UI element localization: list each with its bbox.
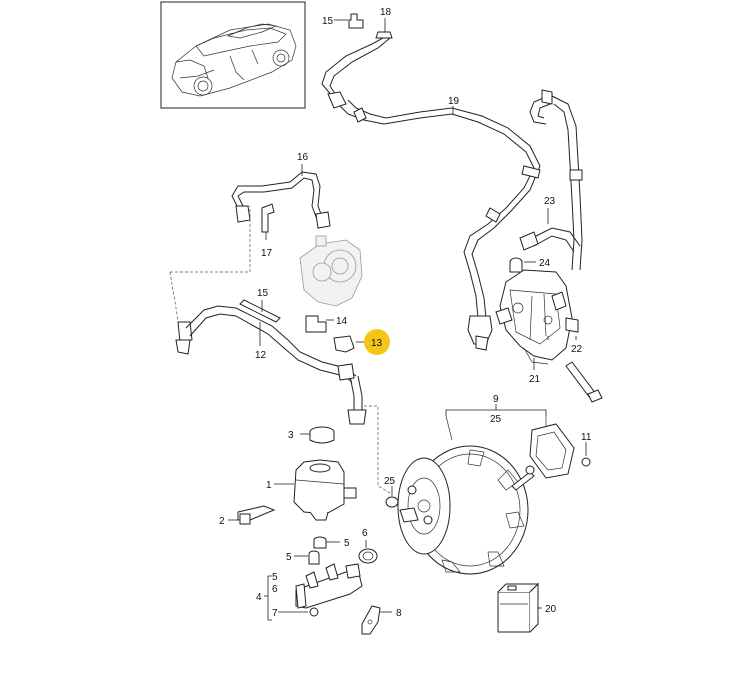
callout-17: 17 — [261, 248, 273, 259]
callout-3: 3 — [288, 430, 294, 441]
vehicle-thumbnail — [160, 1, 306, 109]
callout-12: 12 — [255, 350, 267, 361]
callout-6-right: 6 — [362, 528, 368, 539]
callout-labels: 18 15 19 16 17 15 12 14 13 23 24 21 22 9… — [219, 7, 592, 619]
o-ring-6 — [358, 548, 378, 564]
callout-20: 20 — [545, 604, 557, 615]
callout-2: 2 — [219, 516, 225, 527]
callout-11: 11 — [581, 432, 592, 443]
vacuum-pump-ghost — [299, 235, 363, 307]
callout-5-right: 5 — [344, 538, 350, 549]
callout-8: 8 — [396, 608, 402, 619]
callout-13: 13 — [371, 338, 383, 349]
callout-15-mid: 15 — [257, 288, 269, 299]
hose-16 — [231, 171, 331, 233]
callout-1: 1 — [266, 480, 272, 491]
master-cylinder-4 — [295, 563, 363, 617]
callout-9: 9 — [493, 394, 499, 405]
hose-12 — [169, 206, 367, 425]
vacuum-hose-right — [529, 89, 583, 271]
booster-gasket — [529, 423, 591, 479]
callout-5-left: 5 — [286, 552, 292, 563]
brake-fluid-can-20 — [497, 582, 540, 633]
callout-19: 19 — [448, 96, 460, 107]
brake-booster-9 — [385, 404, 547, 575]
callout-13-highlight[interactable]: 13 — [364, 329, 390, 355]
callout-24: 24 — [539, 258, 551, 269]
bracket-8 — [361, 605, 381, 635]
pump-assembly-21 — [495, 227, 581, 365]
callout-6-bracket: 6 — [272, 584, 278, 595]
vacuum-hose-19 — [321, 13, 541, 351]
callout-18: 18 — [380, 7, 392, 18]
bolt-22 — [565, 361, 603, 403]
leader-lines — [228, 18, 587, 621]
callout-4: 4 — [256, 592, 262, 603]
callout-25-top: 25 — [490, 414, 502, 425]
callout-7: 7 — [272, 608, 278, 619]
fluid-reservoir-1 — [237, 426, 357, 525]
callout-14: 14 — [336, 316, 348, 327]
callout-22: 22 — [571, 344, 583, 355]
callout-21: 21 — [529, 374, 541, 385]
grommets-5 — [308, 536, 327, 565]
callout-16: 16 — [297, 152, 309, 163]
callout-23: 23 — [544, 196, 556, 207]
callout-5-bracket: 5 — [272, 572, 278, 583]
callout-15-top: 15 — [322, 16, 334, 27]
callout-25-bottom: 25 — [384, 476, 396, 487]
